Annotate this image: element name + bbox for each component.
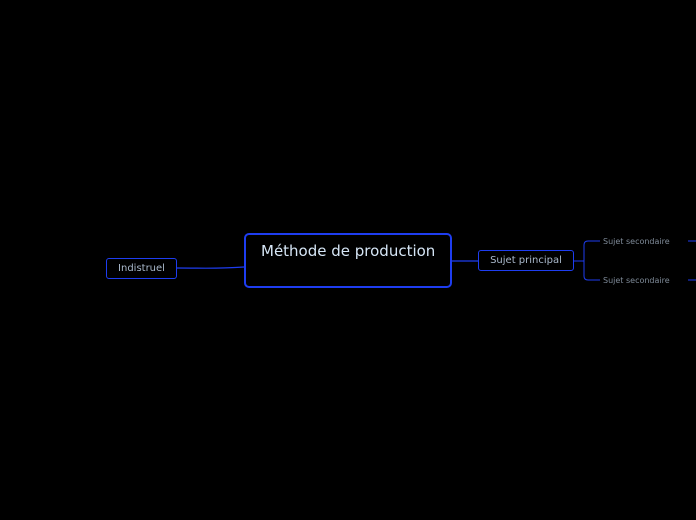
subtopic-node-1[interactable]: Sujet secondaire: [603, 237, 670, 246]
connector-central-to-left: [176, 266, 245, 269]
subtopic-node-2[interactable]: Sujet secondaire: [603, 276, 670, 285]
connector-branch-to-sub1: [583, 240, 600, 261]
connector-branch-to-sub2: [583, 261, 600, 281]
main-topic-node[interactable]: Sujet principal: [478, 250, 574, 271]
central-topic-node[interactable]: Méthode de production: [244, 233, 452, 288]
topic-node-indistruel[interactable]: Indistruel: [106, 258, 177, 279]
